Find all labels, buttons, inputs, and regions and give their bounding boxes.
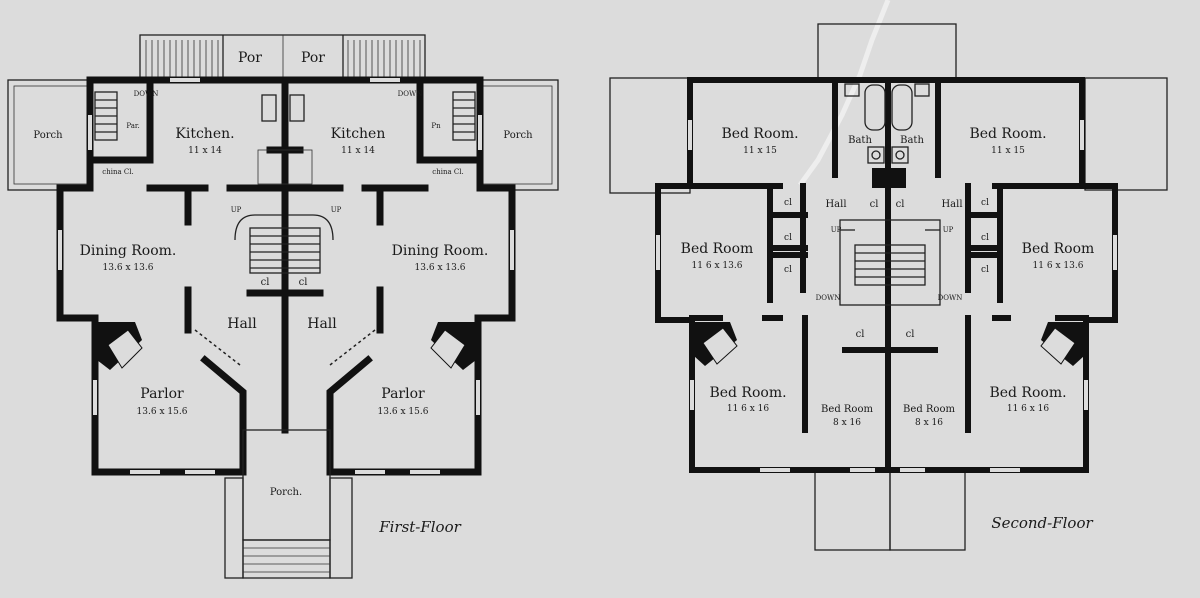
parlor-right-dim: 13.6 x 15.6 <box>378 407 429 417</box>
bedroom-mid-right-label: Bed Room <box>1022 241 1095 257</box>
bedroom-bottom-left-label: Bed Room. <box>709 385 786 401</box>
dining-room-left-dim: 13.6 x 13.6 <box>103 263 154 273</box>
porch-top-right-label: Por <box>301 50 325 66</box>
fireplace-second-right <box>1040 322 1084 366</box>
closet-hall-right-label: cl <box>896 199 905 210</box>
porch-top-left-label: Por <box>238 50 262 66</box>
closet-left-2-label: cl <box>784 233 792 243</box>
second-floor-plan <box>609 23 1168 551</box>
closet-right-1-label: cl <box>981 198 989 208</box>
second-floor-windows <box>656 120 1117 472</box>
closet-left-label: cl <box>261 277 270 288</box>
kitchen-right-dim: 11 x 14 <box>341 146 375 156</box>
bedroom-bottom-mid-right-label: Bed Room <box>903 404 955 415</box>
bedroom-top-right-dim: 11 x 15 <box>991 146 1025 156</box>
dining-room-right-dim: 13.6 x 13.6 <box>415 263 466 273</box>
stair-up-left-second-label: UP <box>831 226 842 234</box>
second-floor-caption: Second-Floor <box>991 514 1093 532</box>
bedroom-mid-left-label: Bed Room <box>681 241 754 257</box>
china-closet-right-label: china Cl. <box>432 168 463 176</box>
closet-bottom-right-label: cl <box>906 329 915 340</box>
stair-down-left-second-label: DOWN <box>816 294 841 302</box>
kitchen-left-dim: 11 x 14 <box>188 146 222 156</box>
china-closet-left-label: china Cl. <box>102 168 133 176</box>
stair-down-left-label: DOWN <box>134 90 159 98</box>
parlor-right-label: Parlor <box>381 386 425 402</box>
kitchen-left-label: Kitchen. <box>175 126 234 142</box>
bedroom-bottom-left-dim: 11 6 x 16 <box>727 404 770 414</box>
bath-fixtures <box>844 83 930 164</box>
bedroom-top-left-dim: 11 x 15 <box>743 146 777 156</box>
parlor-left-dim: 13.6 x 15.6 <box>137 407 188 417</box>
front-porch-label: Porch. <box>270 487 302 498</box>
fireplace-left <box>97 322 143 370</box>
hall-left-label: Hall <box>227 316 257 332</box>
bedroom-bottom-right-dim: 11 6 x 16 <box>1007 404 1050 414</box>
fireplace-second-left <box>694 322 738 366</box>
bedroom-bottom-right-label: Bed Room. <box>989 385 1066 401</box>
bedroom-bottom-mid-left-label: Bed Room <box>821 404 873 415</box>
closet-left-1-label: cl <box>784 198 792 208</box>
kitchen-stairs <box>94 91 476 141</box>
hall-right-second-label: Hall <box>941 199 962 210</box>
main-stair-second <box>839 219 941 306</box>
bedroom-bottom-mid-left-dim: 8 x 16 <box>833 418 861 428</box>
closet-right-3-label: cl <box>981 265 989 275</box>
first-floor-caption: First-Floor <box>378 518 461 536</box>
pantry-right-label: Pn <box>431 122 441 130</box>
front-porch <box>224 429 353 579</box>
stair-up-left-label: UP <box>231 206 242 214</box>
bath-left-label: Bath <box>848 135 872 146</box>
bedroom-mid-right-dim: 11 6 x 13.6 <box>1033 261 1084 271</box>
porch-left-label: Porch <box>33 130 63 141</box>
bath-right-label: Bath <box>900 135 924 146</box>
paper-crease <box>797 0 891 187</box>
bedroom-mid-left-dim: 11 6 x 13.6 <box>692 261 743 271</box>
closet-right-label: cl <box>299 277 308 288</box>
bedroom-top-left-label: Bed Room. <box>721 126 798 142</box>
stair-up-right-second-label: UP <box>943 226 954 234</box>
porch-right-label: Porch <box>503 130 533 141</box>
dining-room-right-label: Dining Room. <box>392 243 489 259</box>
stair-up-right-label: UP <box>331 206 342 214</box>
stair-down-right-label: DOWN <box>398 90 423 98</box>
parlor-left-label: Parlor <box>140 386 184 402</box>
dining-room-left-label: Dining Room. <box>80 243 177 259</box>
hall-right-label: Hall <box>307 316 337 332</box>
bedroom-top-right-label: Bed Room. <box>969 126 1046 142</box>
hall-left-second-label: Hall <box>825 199 846 210</box>
closet-hall-left-label: cl <box>870 199 879 210</box>
first-floor-plan <box>7 34 559 579</box>
fireplace-right <box>430 322 476 370</box>
closet-bottom-left-label: cl <box>856 329 865 340</box>
kitchen-right-label: Kitchen <box>331 126 386 142</box>
pantry-left-label: Par. <box>126 122 139 130</box>
closet-right-2-label: cl <box>981 233 989 243</box>
first-floor-windows <box>58 78 514 474</box>
top-porch <box>139 34 426 80</box>
stair-down-right-second-label: DOWN <box>938 294 963 302</box>
bedroom-bottom-mid-right-dim: 8 x 16 <box>915 418 943 428</box>
first-floor-walls <box>56 76 516 476</box>
second-floor-walls <box>655 77 1118 473</box>
main-stair-first <box>234 214 334 274</box>
closet-left-3-label: cl <box>784 265 792 275</box>
